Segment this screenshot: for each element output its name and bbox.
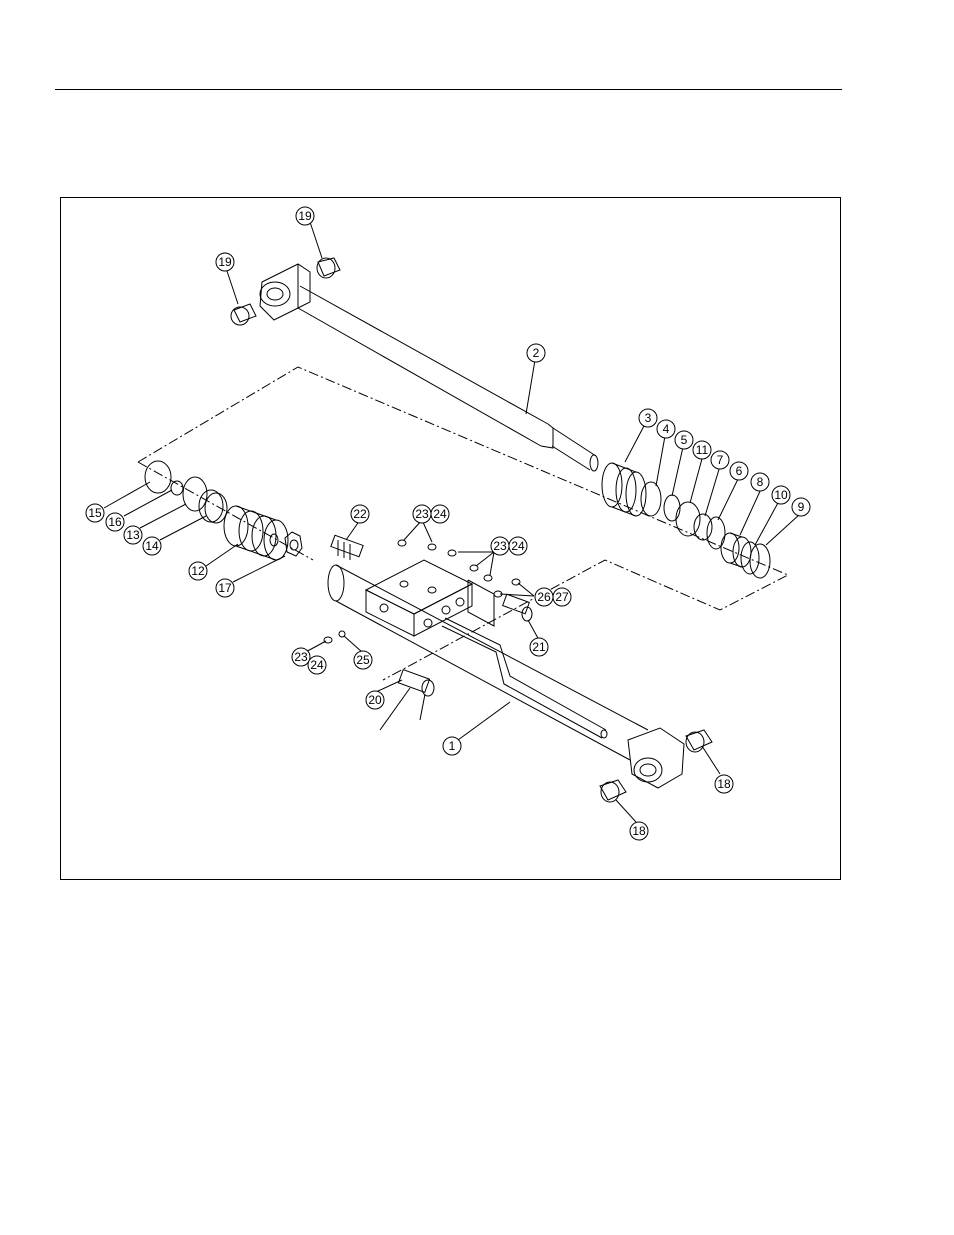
svg-text:18: 18 — [632, 824, 646, 838]
callout-26: 26 — [535, 588, 553, 606]
small-fittings — [324, 540, 520, 643]
callout-16: 16 — [106, 513, 124, 531]
callout-2: 2 — [527, 344, 545, 362]
svg-text:27: 27 — [555, 590, 569, 604]
svg-text:13: 13 — [126, 528, 140, 542]
svg-text:11: 11 — [696, 443, 709, 457]
callout-15: 15 — [86, 504, 104, 522]
ring-7 — [694, 514, 712, 540]
callout-20: 20 — [366, 691, 384, 709]
callout-7: 7 — [711, 451, 729, 469]
seal-4 — [641, 482, 661, 516]
svg-text:23: 23 — [294, 650, 308, 664]
ring-6 — [707, 517, 725, 549]
callout-22: 22 — [351, 505, 369, 523]
svg-text:18: 18 — [717, 777, 731, 791]
svg-text:7: 7 — [717, 453, 724, 467]
piston-head — [602, 463, 646, 516]
callout-19-top: 19 — [296, 207, 314, 225]
svg-text:1: 1 — [449, 739, 456, 753]
svg-text:20: 20 — [368, 693, 382, 707]
callout-1: 1 — [443, 737, 461, 755]
washer-15 — [145, 461, 171, 493]
callout-24-top: 24 — [431, 505, 449, 523]
oring-16 — [171, 481, 183, 495]
assembly-boundary-left — [138, 462, 313, 560]
svg-text:10: 10 — [774, 488, 788, 502]
callout-12: 12 — [189, 562, 207, 580]
svg-text:26: 26 — [537, 590, 551, 604]
callout-6: 6 — [730, 462, 748, 480]
svg-text:24: 24 — [310, 658, 324, 672]
ring-5 — [664, 495, 680, 521]
svg-text:22: 22 — [353, 507, 367, 521]
gland-8 — [721, 533, 751, 567]
callout-18-bottom: 18 — [630, 822, 648, 840]
svg-text:16: 16 — [108, 515, 122, 529]
svg-text:24: 24 — [433, 507, 447, 521]
piston-rod — [260, 264, 598, 471]
svg-text:15: 15 — [88, 506, 102, 520]
bushing-18-bottom — [600, 780, 626, 802]
svg-text:23: 23 — [493, 539, 507, 553]
bushing-18-right — [686, 730, 712, 752]
cylinder-head-12 — [224, 506, 288, 560]
callout-11: 11 — [693, 441, 711, 459]
svg-text:2: 2 — [533, 346, 540, 360]
svg-text:17: 17 — [218, 581, 232, 595]
callout-17: 17 — [216, 579, 234, 597]
callout-18-right: 18 — [715, 775, 733, 793]
callout-21: 21 — [530, 638, 548, 656]
svg-text:5: 5 — [681, 433, 688, 447]
callout-9: 9 — [792, 498, 810, 516]
callout-4: 4 — [657, 420, 675, 438]
svg-text:19: 19 — [298, 209, 312, 223]
callout-25: 25 — [354, 651, 372, 669]
assembly-boundary — [138, 367, 788, 680]
svg-text:25: 25 — [356, 653, 370, 667]
bushing-19-left — [231, 304, 256, 325]
callout-24-left: 24 — [308, 656, 326, 674]
valve-block — [366, 560, 472, 636]
sensor-20 — [398, 670, 434, 696]
svg-text:23: 23 — [415, 507, 429, 521]
callouts: 19 19 2 3 4 5 11 7 6 8 10 9 15 16 13 14 … — [86, 207, 810, 840]
callout-5: 5 — [675, 431, 693, 449]
callout-23-right: 23 — [491, 537, 509, 555]
cylinder-barrel — [328, 565, 684, 788]
callout-19-left: 19 — [216, 253, 234, 271]
callout-3: 3 — [639, 409, 657, 427]
svg-text:21: 21 — [532, 640, 546, 654]
callout-23-top: 23 — [413, 505, 431, 523]
svg-text:12: 12 — [191, 564, 205, 578]
callout-10: 10 — [772, 486, 790, 504]
callout-23-left: 23 — [292, 648, 310, 666]
callout-27: 27 — [553, 588, 571, 606]
fitting-21 — [503, 594, 532, 621]
svg-text:6: 6 — [736, 464, 743, 478]
bushing-19-top — [317, 258, 340, 278]
callout-24-right: 24 — [509, 537, 527, 555]
svg-text:3: 3 — [645, 411, 652, 425]
svg-text:24: 24 — [511, 539, 525, 553]
svg-text:9: 9 — [798, 500, 805, 514]
ring-9 — [750, 544, 770, 578]
svg-text:4: 4 — [663, 422, 670, 436]
callout-14: 14 — [143, 537, 161, 555]
svg-text:8: 8 — [757, 475, 764, 489]
svg-text:19: 19 — [218, 255, 232, 269]
callout-8: 8 — [751, 473, 769, 491]
callout-13: 13 — [124, 526, 142, 544]
svg-text:14: 14 — [145, 539, 159, 553]
